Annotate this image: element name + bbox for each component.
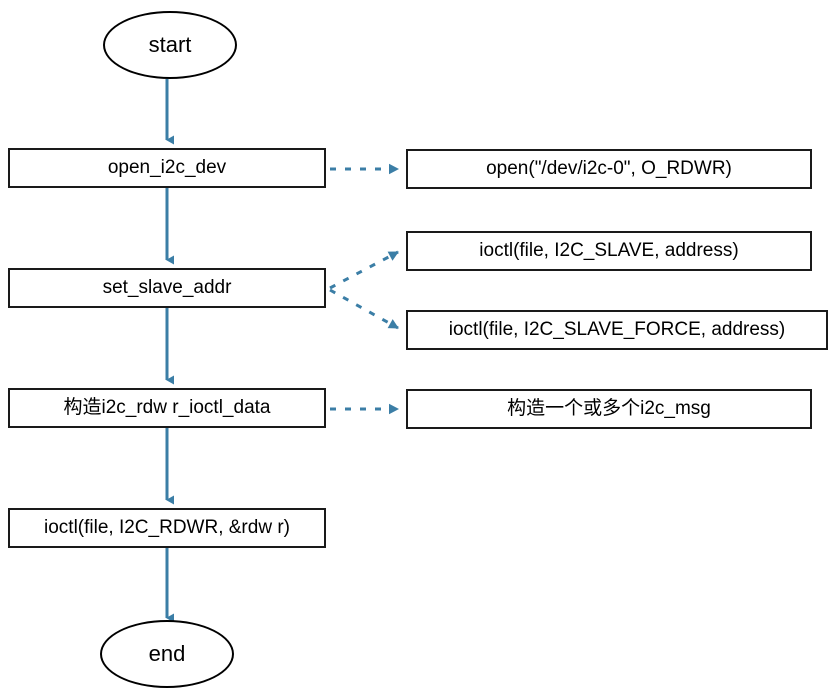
node-start[interactable]: start — [103, 11, 237, 79]
node-set-slave-addr-label: set_slave_addr — [102, 276, 232, 298]
node-ioctl-slave[interactable]: ioctl(file, I2C_SLAVE, address) — [406, 231, 812, 271]
node-set-slave-addr[interactable]: set_slave_addr — [8, 268, 326, 308]
node-ioctl-slave-force-label: ioctl(file, I2C_SLAVE_FORCE, address) — [448, 318, 786, 340]
node-start-label: start — [148, 32, 192, 57]
node-open-call-label: open("/dev/i2c-0", O_RDWR) — [486, 157, 732, 179]
node-ioctl-slave-force[interactable]: ioctl(file, I2C_SLAVE_FORCE, address) — [406, 310, 828, 350]
node-build-msgs[interactable]: 构造一个或多个i2c_msg — [406, 389, 812, 429]
edge-set-slave-to-ioctl-slave-force — [329, 288, 399, 330]
node-open-i2c-dev-label: open_i2c_dev — [107, 156, 227, 178]
node-build-rdwr-data[interactable]: 构造i2c_rdw r_ioctl_data — [8, 388, 326, 428]
node-ioctl-rdwr-label: ioctl(file, I2C_RDWR, &rdw r) — [44, 516, 290, 538]
node-end-label: end — [148, 641, 186, 666]
node-build-rdwr-data-label: 构造i2c_rdw r_ioctl_data — [63, 396, 271, 418]
edge-set-slave-to-ioctl-slave — [329, 250, 399, 290]
node-open-i2c-dev[interactable]: open_i2c_dev — [8, 148, 326, 188]
node-ioctl-rdwr[interactable]: ioctl(file, I2C_RDWR, &rdw r) — [8, 508, 326, 548]
node-ioctl-slave-label: ioctl(file, I2C_SLAVE, address) — [479, 239, 739, 261]
node-end[interactable]: end — [100, 620, 234, 688]
node-build-msgs-label: 构造一个或多个i2c_msg — [507, 397, 711, 419]
node-open-call[interactable]: open("/dev/i2c-0", O_RDWR) — [406, 149, 812, 189]
